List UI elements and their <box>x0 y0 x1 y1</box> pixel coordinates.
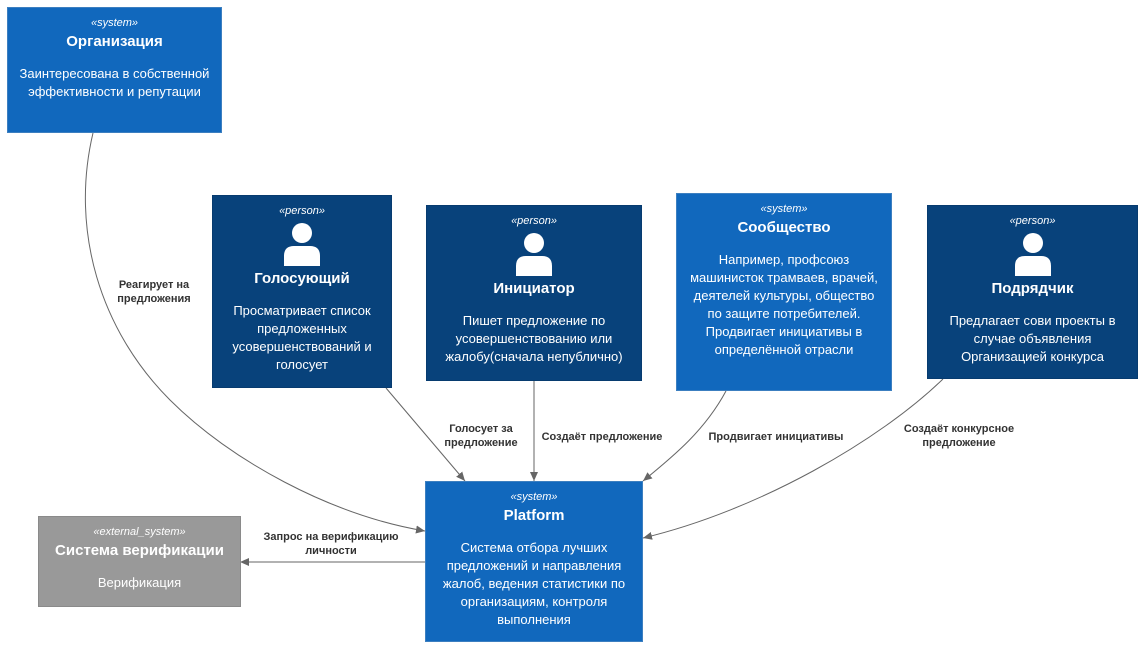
edge-voter-platform <box>385 387 466 482</box>
edge-community-platform <box>642 390 727 482</box>
node-verification-system[interactable]: «external_system» Система верификации Ве… <box>38 516 241 607</box>
node-description: Предлагает сови проекты в случае объявле… <box>949 313 1116 364</box>
person-icon <box>1014 233 1051 276</box>
node-initiator[interactable]: «person» Инициатор Пишет предложение по … <box>426 205 642 381</box>
stereotype-label: «system» <box>510 491 558 503</box>
node-platform[interactable]: «system» Platform Система отбора лучших … <box>425 481 643 642</box>
node-title: Организация <box>66 33 163 50</box>
stereotype-label: «external_system» <box>93 526 186 538</box>
node-description: Верификация <box>97 575 182 590</box>
node-description: Например, профсоюз машинисток трамваев, … <box>690 252 878 357</box>
node-title: Platform <box>503 507 565 524</box>
node-description: Заинтересована в собственной эффективнос… <box>19 66 210 99</box>
edge-label-community-platform: Продвигает инициативы <box>708 431 844 443</box>
edge-label-org-platform: Реагирует на предложения <box>117 279 191 305</box>
stereotype-label: «person» <box>279 205 325 217</box>
node-title: Подрядчик <box>991 280 1074 297</box>
node-description: Система отбора лучших предложений и напр… <box>442 540 626 627</box>
stereotype-label: «person» <box>511 215 557 227</box>
edge-label-initiator-platform: Создаёт предложение <box>541 431 663 443</box>
edge-contractor-platform <box>642 378 944 540</box>
stereotype-label: «person» <box>1009 215 1056 227</box>
stereotype-label: «system» <box>760 203 808 215</box>
edge-label-voter-platform: Голосует за предложение <box>444 423 518 449</box>
node-title: Голосующий <box>254 270 350 287</box>
node-contractor[interactable]: «person» Подрядчик Предлагает сови проек… <box>927 205 1138 379</box>
node-title: Сообщество <box>737 219 831 236</box>
person-icon <box>516 233 552 276</box>
node-title: Инициатор <box>493 280 575 297</box>
node-organization[interactable]: «system» Организация Заинтересована в со… <box>7 7 222 133</box>
stereotype-label: «system» <box>90 17 139 29</box>
person-icon <box>284 223 320 266</box>
edge-label-platform-verification: Запрос на верификацию личности <box>263 531 399 557</box>
edge-org-platform <box>84 132 426 534</box>
node-description: Пишет предложение по усовершенствованию … <box>445 313 623 364</box>
node-community[interactable]: «system» Сообщество Например, профсоюз м… <box>676 193 892 391</box>
node-title: Система верификации <box>55 542 224 559</box>
edge-label-contractor-platform: Создаёт конкурсное предложение <box>903 423 1015 449</box>
node-description: Просматривает список предложенных усовер… <box>232 303 372 372</box>
node-voter[interactable]: «person» Голосующий Просматривает список… <box>212 195 392 388</box>
